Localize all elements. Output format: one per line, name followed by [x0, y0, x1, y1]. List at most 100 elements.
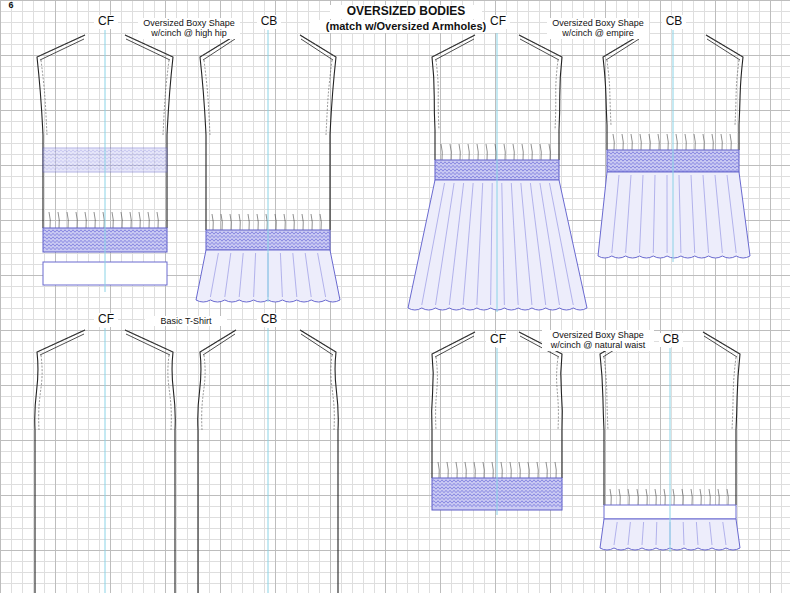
gather-line: [447, 462, 448, 478]
gather-line: [664, 489, 665, 505]
garment-outline: [703, 332, 740, 505]
gather-line: [112, 212, 113, 228]
gather-line: [691, 489, 692, 505]
fold-line: [422, 183, 445, 305]
armhole-stitch: [200, 330, 236, 430]
fold-line: [696, 522, 698, 545]
gather-line: [555, 462, 556, 478]
gather-line: [257, 214, 258, 230]
gather-line: [284, 214, 285, 230]
centre-back-label: CB: [659, 333, 683, 347]
gather-line: [610, 489, 611, 505]
armhole-stitch: [703, 332, 740, 430]
gather-line: [537, 462, 538, 478]
gather-line: [293, 214, 294, 230]
armhole-stitch: [300, 330, 336, 430]
fold-line: [656, 522, 658, 545]
garment-outline: [125, 35, 173, 228]
gather-line: [703, 134, 704, 150]
gather-line: [139, 212, 140, 228]
gather-line: [450, 144, 451, 160]
gather-line: [501, 462, 502, 478]
centre-front-label: CF: [94, 15, 118, 29]
gather-line: [302, 214, 303, 230]
fold-line: [639, 175, 643, 253]
fold-line: [710, 522, 712, 545]
gather-line: [712, 134, 713, 150]
fold-line: [683, 522, 685, 545]
garment-outline: [200, 35, 236, 230]
fold-line: [679, 175, 681, 253]
gather-line: [495, 144, 496, 160]
garment-outline: [600, 332, 637, 505]
fold-line: [491, 183, 493, 305]
fold-line: [549, 183, 573, 305]
armhole-stitch: [200, 35, 236, 135]
gather-line: [649, 134, 650, 150]
gather-line: [477, 144, 478, 160]
centre-line: [105, 328, 106, 593]
fold-line: [318, 253, 326, 297]
fold-line: [305, 253, 311, 297]
fold-line: [477, 183, 483, 305]
gather-line: [540, 144, 541, 160]
gather-line: [510, 462, 511, 478]
shoulder-stitch: [40, 334, 84, 355]
gather-line: [67, 212, 68, 228]
shoulder-stitch: [301, 39, 333, 60]
fold-line: [502, 183, 505, 305]
gather-line: [513, 144, 514, 160]
shoulder-stitch: [203, 39, 235, 60]
gather-line: [275, 214, 276, 230]
fold-line: [280, 253, 282, 297]
gather-line: [640, 134, 641, 150]
gather-line: [121, 212, 122, 228]
style-description: Oversized Boxy Shape w/cinch @ natural w…: [542, 330, 654, 351]
centre-back-label: CB: [662, 15, 686, 29]
gather-line: [682, 489, 683, 505]
centre-back-label: CB: [257, 313, 281, 327]
gather-line: [130, 212, 131, 228]
style-description: Oversized Boxy Shape w/cinch @ high hip: [138, 18, 240, 39]
style-description: Oversized Boxy Shape w/cinch @ empire: [547, 18, 649, 39]
gather-line: [658, 134, 659, 150]
centre-line: [670, 348, 671, 552]
gather-line: [468, 144, 469, 160]
fold-line: [653, 175, 655, 253]
gather-line: [709, 489, 710, 505]
armhole-stitch: [432, 35, 475, 130]
fold-line: [626, 175, 631, 253]
style-description: Basic T-Shirt: [145, 316, 227, 326]
gather-line: [157, 212, 158, 228]
armhole-stitch: [603, 35, 640, 125]
armhole-stitch: [125, 330, 173, 430]
centre-front-label: CF: [486, 333, 510, 347]
garment-outline: [519, 35, 562, 160]
shoulder-stitch: [606, 39, 639, 60]
gather-line: [58, 212, 59, 228]
armhole-stitch: [519, 35, 562, 130]
gather-line: [549, 144, 550, 160]
gather-line: [103, 212, 104, 228]
gather-line: [49, 212, 50, 228]
armhole-stitch: [432, 332, 475, 430]
gather-line: [76, 212, 77, 228]
sheet-subtitle: (match w/Oversized Armholes): [310, 20, 502, 33]
gather-line: [266, 214, 267, 230]
garment-outline: [198, 330, 236, 593]
page-number: 6: [4, 0, 18, 10]
fold-line: [449, 183, 463, 305]
gather-line: [459, 144, 460, 160]
armhole-stitch: [300, 35, 336, 135]
gather-line: [248, 214, 249, 230]
shoulder-stitch: [203, 334, 235, 355]
fold-line: [667, 175, 668, 253]
fold-line: [530, 183, 545, 305]
fold-line: [628, 522, 630, 545]
gather-line: [522, 144, 523, 160]
shoulder-stitch: [301, 334, 333, 355]
gather-line: [311, 214, 312, 230]
gather-line: [456, 462, 457, 478]
centre-line: [673, 30, 674, 262]
